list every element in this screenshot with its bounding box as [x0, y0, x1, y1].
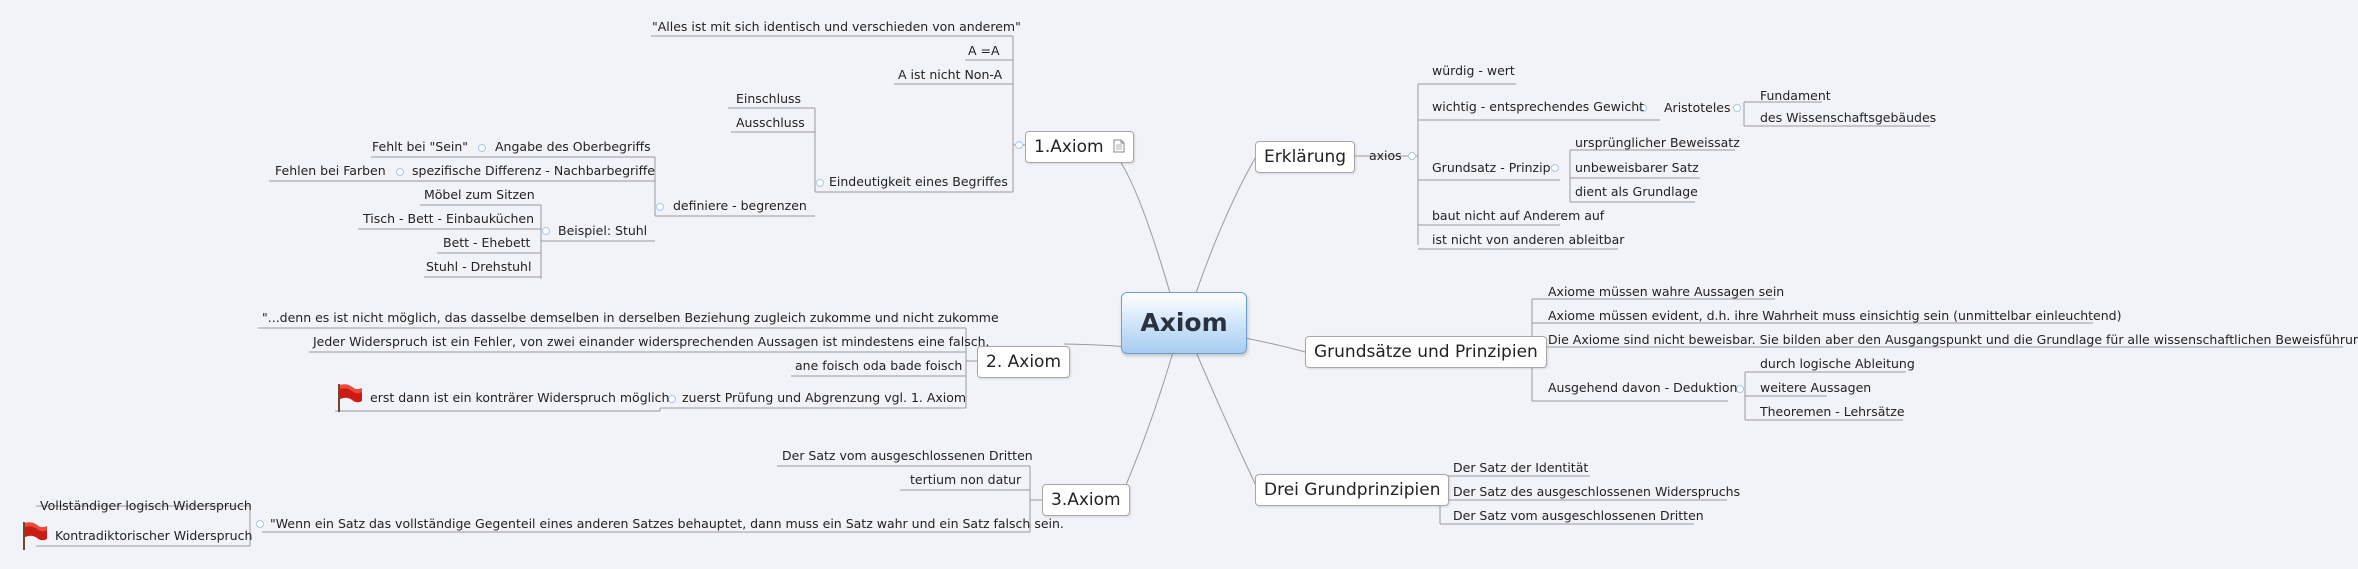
list-item[interactable]: Der Satz des ausgeschlossenen Widerspruc… [1453, 484, 1741, 499]
node-baut[interactable]: baut nicht auf Anderem auf [1432, 208, 1605, 223]
collapse-dot-icon [1408, 152, 1416, 160]
node-fehlen-farben[interactable]: Fehlen bei Farben [275, 163, 386, 178]
node-satz-dritten[interactable]: Der Satz vom ausgeschlossenen Dritten [782, 448, 1033, 463]
collapse-dot-icon [1015, 141, 1023, 149]
central-topic[interactable]: Axiom [1121, 292, 1247, 354]
collapse-dot-icon [1733, 104, 1741, 112]
node-grundsatz[interactable]: Grundsatz - Prinzip [1432, 160, 1551, 175]
list-item[interactable]: unbeweisbarer Satz [1575, 160, 1699, 175]
node-a-eq-a[interactable]: A =A [968, 43, 1000, 58]
topic-axiom2[interactable]: 2. Axiom [977, 346, 1070, 378]
collapse-dot-icon [542, 227, 550, 235]
topic-label: Drei Grundprinzipien [1264, 480, 1441, 500]
node-beispiel-stuhl[interactable]: Beispiel: Stuhl [558, 223, 648, 238]
collapse-dot-icon [668, 395, 676, 403]
topic-grundsaetze[interactable]: Grundsätze und Prinzipien [1305, 336, 1547, 368]
collapse-dot-icon [816, 179, 824, 187]
node-eindeutigkeit[interactable]: Eindeutigkeit eines Begriffes [829, 174, 1008, 189]
node-quote-axiom1[interactable]: "Alles ist mit sich identisch und versch… [652, 19, 1021, 34]
node-widerspruch[interactable]: Jeder Widerspruch ist ein Fehler, von zw… [313, 334, 990, 349]
node-fehlt-sein[interactable]: Fehlt bei "Sein" [372, 139, 469, 154]
node-deduktion[interactable]: Ausgehend davon - Deduktion [1548, 380, 1738, 395]
list-item[interactable]: ursprünglicher Beweissatz [1575, 135, 1740, 150]
collapse-dot-icon [396, 168, 404, 176]
list-item[interactable]: Stuhl - Drehstuhl [426, 259, 532, 274]
node-wenn-satz[interactable]: "Wenn ein Satz das vollständige Gegentei… [270, 516, 1064, 531]
node-kontradiktorisch[interactable]: Kontradiktorischer Widerspruch [55, 528, 253, 543]
collapse-dot-icon [1639, 104, 1647, 112]
topic-axiom1[interactable]: 1.Axiom [1025, 131, 1134, 163]
topic-drei-grundprinzipien[interactable]: Drei Grundprinzipien [1255, 474, 1450, 506]
topic-label: 3.Axiom [1051, 490, 1121, 510]
node-fundament[interactable]: Fundament [1760, 88, 1831, 103]
collapse-dot-icon [1551, 164, 1559, 172]
list-item[interactable]: Möbel zum Sitzen [424, 187, 535, 202]
node-beweisbar[interactable]: Die Axiome sind nicht beweisbar. Sie bil… [1548, 332, 2358, 347]
list-item[interactable]: dient als Grundlage [1575, 184, 1698, 199]
node-ableitbar[interactable]: ist nicht von anderen ableitbar [1432, 232, 1625, 247]
list-item[interactable]: weitere Aussagen [1760, 380, 1872, 395]
node-oberbegriff[interactable]: Angabe des Oberbegriffs [495, 139, 651, 154]
node-aristoteles[interactable]: Aristoteles [1664, 100, 1731, 115]
collapse-dot-icon [1736, 385, 1744, 393]
collapse-dot-icon [478, 144, 486, 152]
topic-label: 1.Axiom [1034, 137, 1104, 157]
topic-erklaerung[interactable]: Erklärung [1255, 141, 1356, 173]
node-kontraer[interactable]: erst dann ist ein konträrer Widerspruch … [370, 390, 670, 405]
node-foisch[interactable]: ane foisch oda bade foisch [795, 358, 963, 373]
node-axios[interactable]: axios [1369, 148, 1402, 163]
node-ausschluss[interactable]: Ausschluss [736, 115, 805, 130]
node-differenz[interactable]: spezifische Differenz - Nachbarbegriffe [412, 163, 655, 178]
node-einschluss[interactable]: Einschluss [736, 91, 802, 106]
node-wissenschaft[interactable]: des Wissenschaftsgebäudes [1760, 110, 1937, 125]
node-wichtig[interactable]: wichtig - entsprechendes Gewicht [1432, 99, 1645, 114]
node-definiere[interactable]: definiere - begrenzen [673, 198, 807, 213]
topic-label: 2. Axiom [986, 352, 1061, 372]
node-quote-axiom2[interactable]: "...denn es ist nicht möglich, das dasse… [262, 310, 999, 325]
list-item[interactable]: Der Satz vom ausgeschlossenen Dritten [1453, 508, 1704, 523]
flag-icon [338, 384, 362, 412]
node-wahr[interactable]: Axiome müssen wahre Aussagen sein [1548, 284, 1785, 299]
flag-icon [23, 522, 47, 550]
node-tertium[interactable]: tertium non datur [910, 472, 1022, 487]
list-item[interactable]: Theoremen - Lehrsätze [1760, 404, 1905, 419]
collapse-dot-icon [256, 520, 264, 528]
list-item[interactable]: durch logische Ableitung [1760, 356, 1915, 371]
node-vollstaendig[interactable]: Vollständiger logisch Widerspruch [40, 498, 252, 513]
topic-label: Grundsätze und Prinzipien [1314, 342, 1538, 362]
node-a-not-non-a[interactable]: A ist nicht Non-A [898, 67, 1003, 82]
collapse-dot-icon [656, 203, 664, 211]
topic-axiom3[interactable]: 3.Axiom [1042, 484, 1130, 516]
list-item[interactable]: Tisch - Bett - Einbauküchen [363, 211, 535, 226]
node-evident[interactable]: Axiome müssen evident, d.h. ihre Wahrhei… [1548, 308, 2122, 323]
topic-label: Erklärung [1264, 147, 1347, 167]
node-wuerdig[interactable]: würdig - wert [1432, 63, 1515, 78]
node-pruefung[interactable]: zuerst Prüfung und Abgrenzung vgl. 1. Ax… [682, 390, 967, 405]
list-item[interactable]: Der Satz der Identität [1453, 460, 1589, 475]
list-item[interactable]: Bett - Ehebett [443, 235, 531, 250]
note-icon[interactable] [1113, 139, 1125, 153]
